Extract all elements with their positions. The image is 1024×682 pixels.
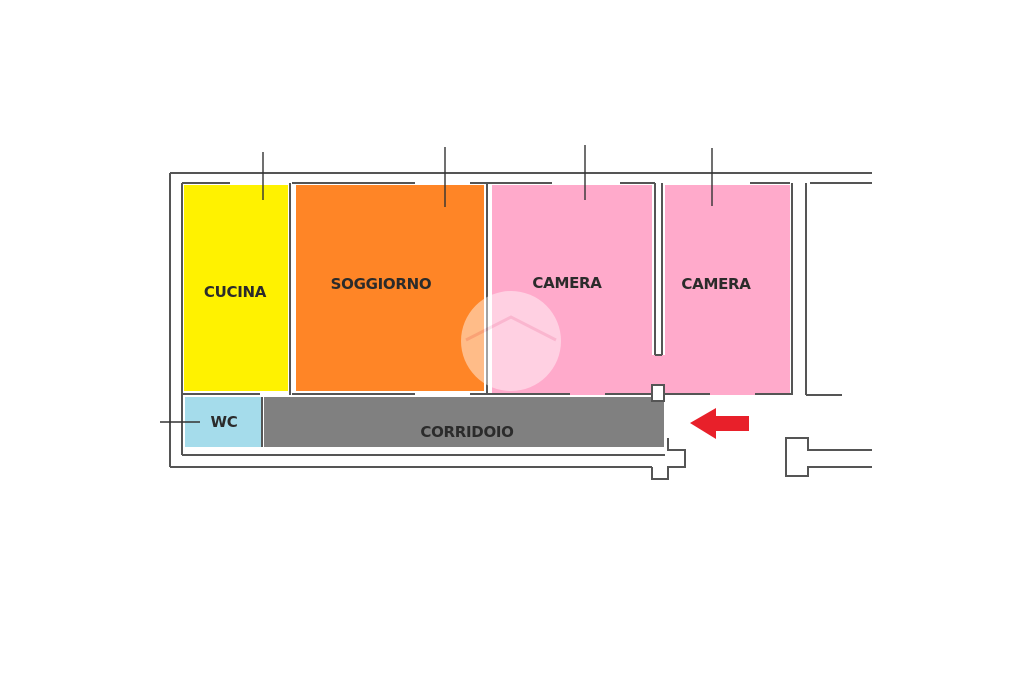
label-corridoio: CORRIDOIO bbox=[420, 423, 513, 441]
room-camera-2 bbox=[665, 185, 790, 395]
room-corridoio bbox=[264, 397, 664, 447]
entrance-arrow-icon bbox=[690, 408, 749, 439]
label-cucina: CUCINA bbox=[204, 283, 267, 301]
label-camera-2: CAMERA bbox=[681, 275, 751, 293]
room-camera-1 bbox=[492, 185, 652, 395]
room-soggiorno bbox=[296, 185, 484, 391]
label-soggiorno: SOGGIORNO bbox=[331, 275, 432, 293]
window-marks bbox=[160, 145, 713, 423]
label-wc: WC bbox=[211, 413, 238, 431]
outer-walls bbox=[169, 172, 872, 480]
house-watermark-icon bbox=[461, 291, 561, 391]
label-camera-1: CAMERA bbox=[532, 274, 602, 292]
interior-walls bbox=[182, 183, 793, 447]
room-cucina bbox=[184, 185, 288, 391]
